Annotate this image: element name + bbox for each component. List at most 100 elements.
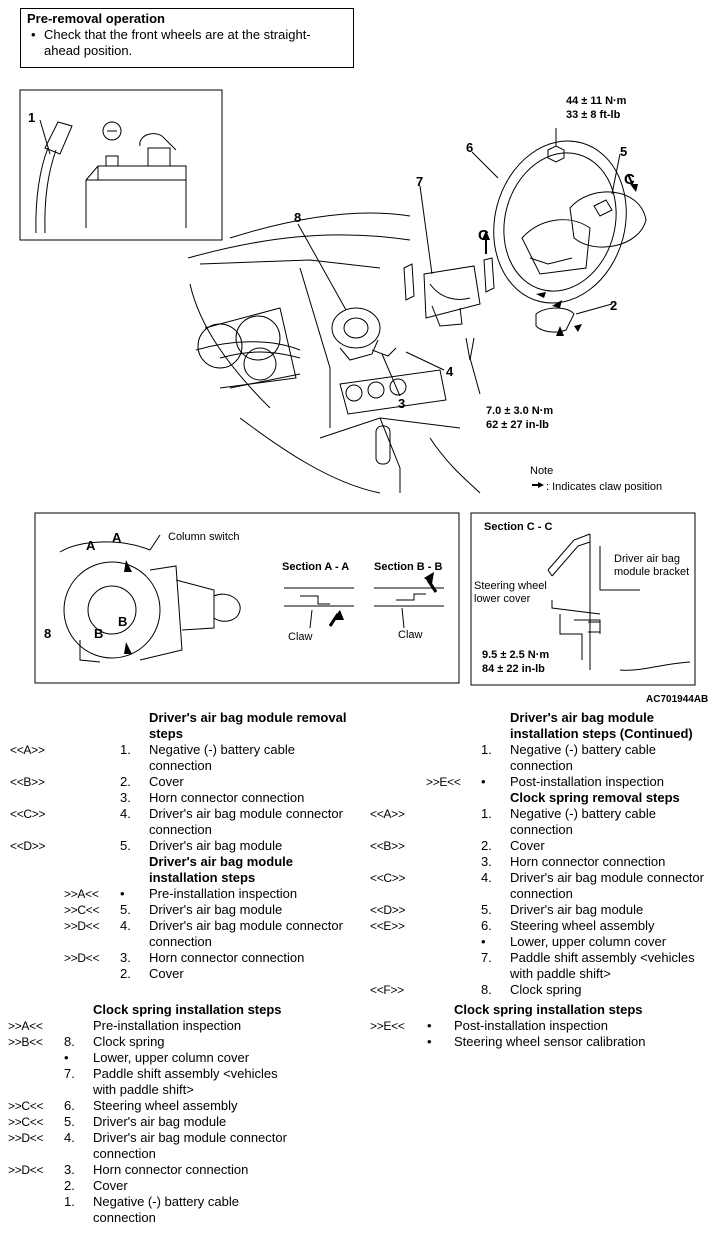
section-heading: Driver's air bag module — [149, 854, 293, 869]
step-number: 5. — [120, 902, 131, 917]
step-number: 4. — [120, 806, 131, 821]
step-text: Steering wheel assembly — [510, 918, 655, 933]
step-key: >>E<< — [370, 1019, 405, 1033]
step-number: 7. — [481, 950, 492, 965]
step-text: Paddle shift assembly <vehicles — [93, 1066, 278, 1081]
step-text: connection — [510, 822, 573, 837]
callout-1: 1 — [28, 110, 35, 125]
step-number: 7. — [64, 1066, 75, 1081]
claw-label-b: Claw — [398, 629, 423, 641]
step-key: >>E<< — [426, 775, 461, 789]
step-text: with paddle shift> — [93, 1082, 194, 1097]
step-text: Cover — [93, 1178, 128, 1193]
step-text: with paddle shift> — [510, 966, 611, 981]
step-number: 3. — [481, 854, 492, 869]
section-aa-label: Section A - A — [282, 561, 349, 573]
step-key: <<A>> — [370, 807, 405, 821]
step-text: Driver's air bag module connector — [510, 870, 704, 885]
step-text: Lower, upper column cover — [510, 934, 667, 949]
step-key: >>A<< — [8, 1019, 43, 1033]
step-bullet: • — [481, 774, 486, 789]
step-bullet: • — [64, 1050, 69, 1065]
step-text: Steering wheel assembly — [93, 1098, 238, 1113]
step-text: Driver's air bag module connector — [149, 806, 343, 821]
step-text: connection — [149, 758, 212, 773]
step-text: Cover — [149, 966, 184, 981]
section-bb-label: Section B - B — [374, 561, 443, 573]
step-number: 8. — [64, 1034, 75, 1049]
step-text: Clock spring — [510, 982, 582, 997]
step-number: 4. — [120, 918, 131, 933]
step-number: 1. — [64, 1194, 75, 1209]
step-number: 6. — [481, 918, 492, 933]
step-text: Negative (-) battery cable — [93, 1194, 239, 1209]
step-key: >>D<< — [64, 919, 100, 933]
step-number: 6. — [64, 1098, 75, 1113]
detail-label-a1: A — [86, 538, 96, 553]
step-key: <<B>> — [10, 775, 45, 789]
step-text: Cover — [510, 838, 545, 853]
section-heading: Driver's air bag module removal — [149, 710, 347, 725]
detail-left-frame — [34, 512, 460, 684]
step-key: >>A<< — [64, 887, 99, 901]
callout-5: 5 — [620, 144, 627, 159]
battery-illustration — [35, 121, 187, 234]
lower-cover-label-1: Steering wheel — [474, 580, 547, 592]
step-key: <<F>> — [370, 983, 404, 997]
pre-removal-text: Check that the front wheels are at the s… — [44, 27, 311, 58]
torque-top-nm: 44 ± 11 N·m — [566, 95, 627, 107]
step-key: <<A>> — [10, 743, 45, 757]
lower-cover-label-2: lower cover — [474, 593, 531, 605]
step-text: connection — [93, 1210, 156, 1225]
section-heading: Clock spring removal steps — [510, 790, 680, 805]
step-text: Paddle shift assembly <vehicles — [510, 950, 695, 965]
step-number: 1. — [120, 742, 131, 757]
step-text: Driver's air bag module — [93, 1114, 227, 1129]
step-number: 5. — [120, 838, 131, 853]
step-text: Post-installation inspection — [510, 774, 664, 789]
step-number: 4. — [64, 1130, 75, 1145]
note-text: : Indicates claw position — [546, 481, 662, 493]
detail-label-b1: B — [118, 614, 127, 629]
step-text: Driver's air bag module — [149, 838, 283, 853]
step-number: 1. — [481, 806, 492, 821]
steering-assembly-diagram: 1 2 3 4 5 6 7 8 C C 44 ± 11 N·m 33 ± 8 f… — [19, 89, 662, 494]
step-key: >>B<< — [8, 1035, 43, 1049]
torque-top-ftlb: 33 ± 8 ft-lb — [566, 109, 621, 121]
air-bag-module-shape — [569, 191, 647, 248]
callout-3: 3 — [398, 396, 405, 411]
section-heading: installation steps — [149, 870, 256, 885]
step-number: 3. — [120, 790, 131, 805]
step-text: Lower, upper column cover — [93, 1050, 250, 1065]
step-key: >>C<< — [8, 1115, 44, 1129]
step-key: <<E>> — [370, 919, 405, 933]
torque-bottom-nm: 7.0 ± 3.0 N·m — [486, 405, 553, 417]
step-key: <<C>> — [10, 807, 46, 821]
step-text: Horn connector connection — [149, 790, 305, 805]
step-bullet: • — [120, 886, 125, 901]
step-text: Post-installation inspection — [454, 1018, 608, 1033]
step-key: >>D<< — [8, 1131, 44, 1145]
section-heading: Driver's air bag module — [510, 710, 654, 725]
detail-right-frame — [470, 512, 696, 686]
section-heading: Clock spring installation steps — [454, 1002, 643, 1017]
pre-removal-title: Pre-removal operation — [27, 11, 165, 26]
pre-removal-box: Pre-removal operation • Check that the f… — [20, 8, 354, 68]
step-text: Negative (-) battery cable — [149, 742, 295, 757]
bracket-label-2: module bracket — [614, 566, 689, 578]
step-text: connection — [510, 886, 573, 901]
step-key: <<B>> — [370, 839, 405, 853]
step-number: 2. — [120, 774, 131, 789]
step-text: Horn connector connection — [93, 1162, 249, 1177]
step-text: connection — [93, 1146, 156, 1161]
step-number: 8. — [481, 982, 492, 997]
step-text: Driver's air bag module connector — [149, 918, 343, 933]
step-number: 3. — [120, 950, 131, 965]
step-text: connection — [149, 934, 212, 949]
step-text: Negative (-) battery cable — [510, 742, 656, 757]
section-cc-label: Section C - C — [484, 521, 553, 533]
step-key: >>C<< — [64, 903, 100, 917]
detail-label-a2: A — [112, 530, 122, 545]
screw-shape — [465, 337, 475, 361]
section-heading: Clock spring installation steps — [93, 1002, 282, 1017]
